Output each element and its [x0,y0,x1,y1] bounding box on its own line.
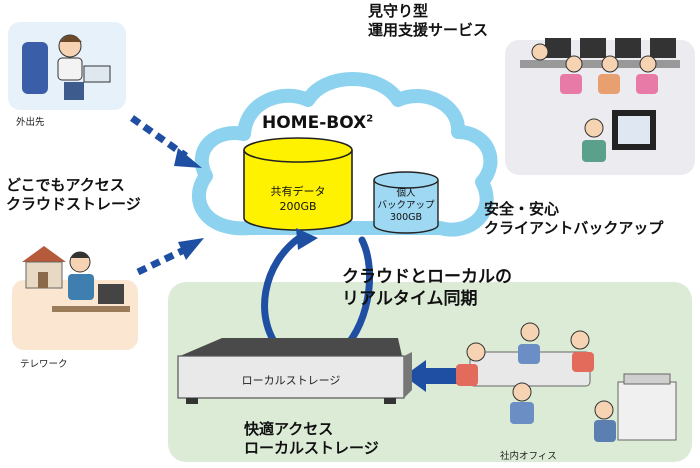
telework-label: テレワーク [20,359,68,370]
outside-worker-illustration [22,34,111,100]
dotted-arrow-telework [136,238,204,276]
shared-data-name: 共有データ [270,185,326,198]
personal-backup-size: 300GB [389,212,422,223]
cloud-title-text: HOME-BOX [262,113,367,133]
monitoring-illustration [520,38,680,162]
personal-backup-label: 個人 バックアップ 300GB [372,188,440,224]
personal-backup-cylinder [373,171,439,234]
cloud-title-sup: 2 [366,113,374,125]
telework-illustration [22,246,130,312]
local-storage-label: 快適アクセス ローカルストレージ [244,420,379,457]
dotted-arrow-outside [129,115,202,168]
shared-data-cylinder [243,137,353,231]
personal-backup-type: バックアップ [377,200,435,211]
device-label: ローカルストレージ [241,374,341,387]
anywhere-access-label: どこでもアクセス クラウドストレージ [6,176,141,213]
office-label: 社内オフィス [500,451,557,462]
cloud-title: HOME-BOX2 [262,113,373,133]
realtime-sync-label: クラウドとローカルの リアルタイム同期 [342,267,512,309]
sync-arrow-head-up [296,228,318,250]
client-backup-label: 安全・安心 クライアントバックアップ [484,200,664,237]
personal-backup-name: 個人 [396,188,416,199]
monitoring-service-label: 見守り型 運用支援サービス [368,2,489,39]
shared-data-size: 200GB [279,200,317,213]
local-storage-device [177,338,412,404]
office-illustration [456,322,677,442]
outside-label: 外出先 [16,117,45,128]
shared-data-label: 共有データ 200GB [244,184,352,214]
